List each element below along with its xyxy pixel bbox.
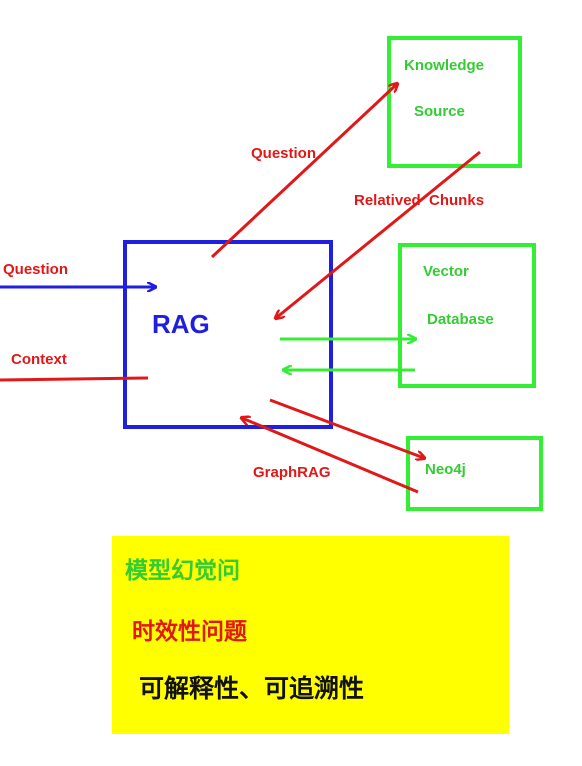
rag-label: RAG xyxy=(152,309,210,339)
vector-database-box xyxy=(398,243,536,388)
question-to-knowledge-label: Question xyxy=(251,145,317,162)
question-in-label: Question xyxy=(3,261,69,278)
knowledge-source-label-line2: Source xyxy=(414,103,465,120)
note-hallucination: 模型幻觉问 xyxy=(125,557,240,584)
question-to-knowledge-arrow xyxy=(210,84,397,259)
knowledge-source-label-line1: Knowledge xyxy=(404,57,485,74)
rag-to-neo4j-arrow xyxy=(269,398,424,458)
graphrag-arrow xyxy=(242,418,419,494)
knowledge-source-box xyxy=(387,36,522,168)
neo4j-box xyxy=(406,436,543,511)
graphrag-label: GraphRAG xyxy=(253,464,331,481)
context-label: Context xyxy=(11,351,67,368)
vector-database-label-line2: Database xyxy=(427,311,494,328)
relatived-chunks-label: Relatived Chunks xyxy=(354,192,485,209)
notes-box: 模型幻觉问 时效性问题 可解释性、可追溯性 xyxy=(112,536,509,734)
context-line xyxy=(0,376,149,382)
note-timeliness: 时效性问题 xyxy=(132,618,247,645)
note-explainability: 可解释性、可追溯性 xyxy=(139,674,365,703)
relatived-chunks-arrow xyxy=(276,150,481,318)
vector-database-label-line1: Vector xyxy=(423,263,469,280)
neo4j-label: Neo4j xyxy=(425,461,466,478)
